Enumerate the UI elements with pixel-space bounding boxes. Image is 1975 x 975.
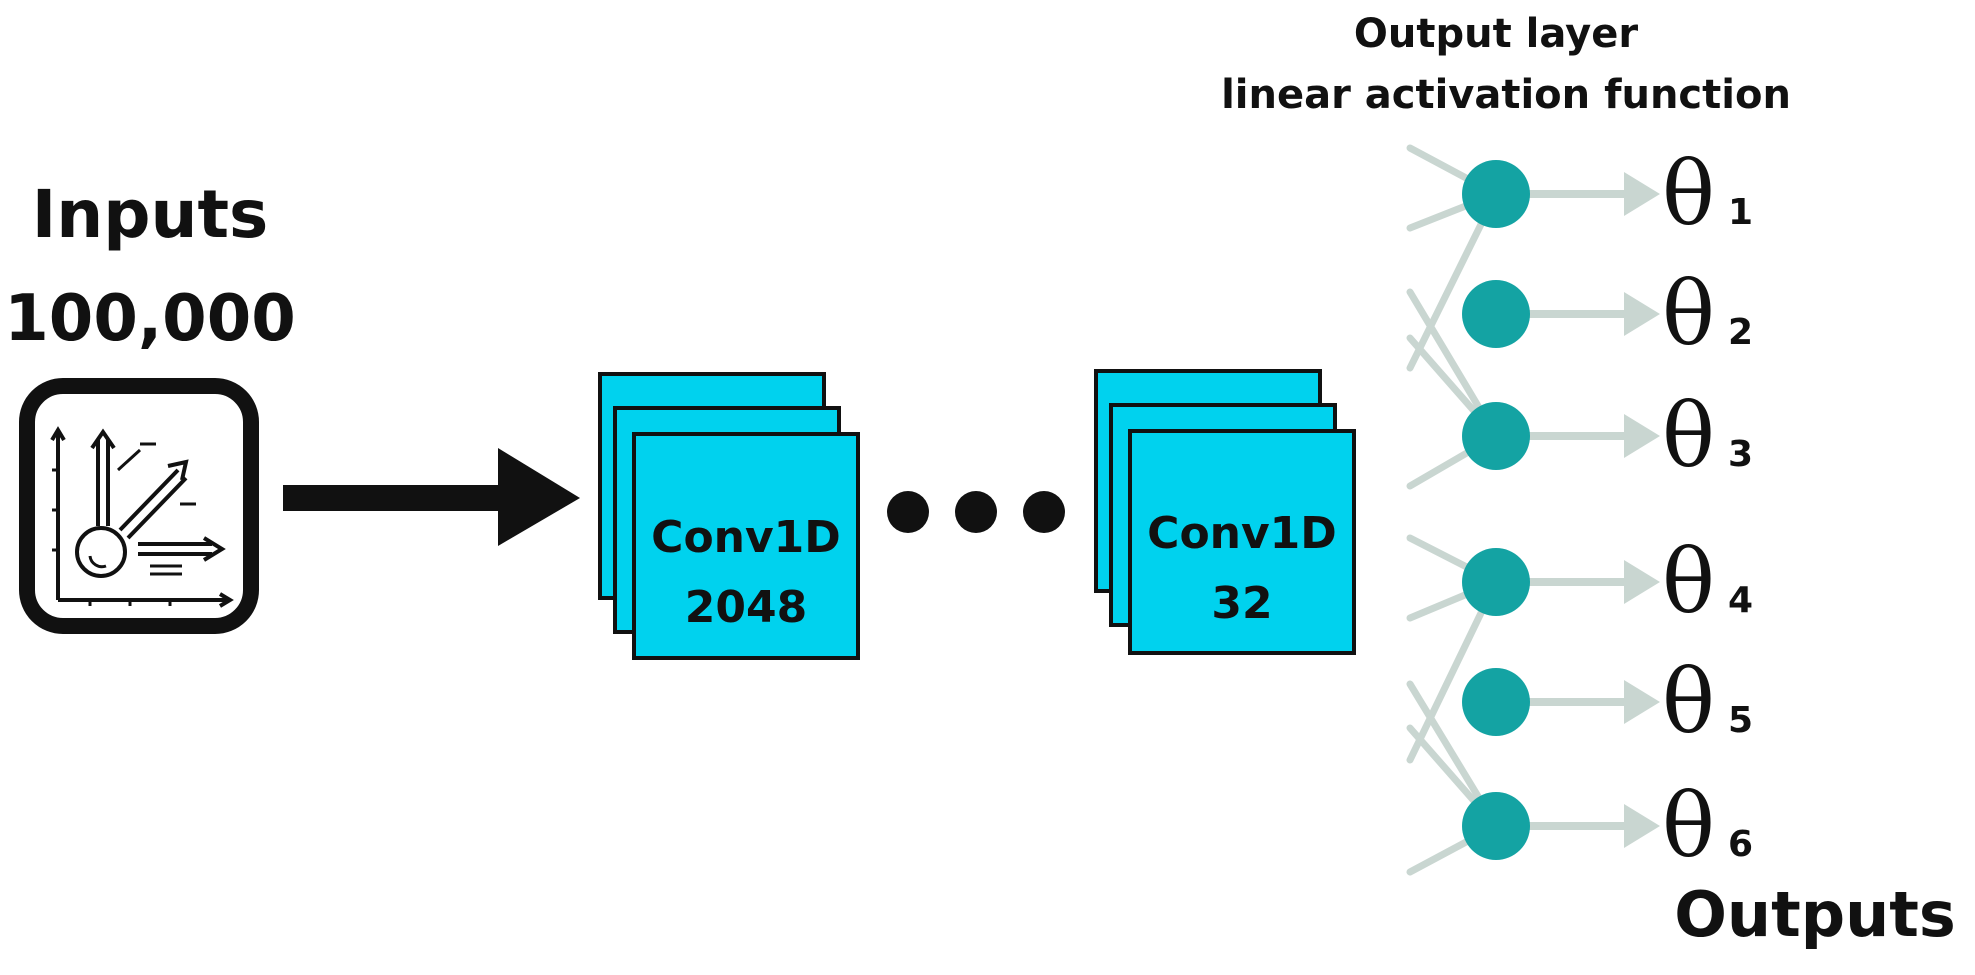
input-edges	[1406, 144, 1500, 876]
conv-stack-2048: Conv1D 2048	[598, 372, 860, 660]
theta-index: 1	[1728, 192, 1753, 233]
theta-index: 2	[1728, 312, 1753, 353]
theta-symbol: θ	[1662, 262, 1715, 365]
theta-index: 6	[1728, 824, 1753, 865]
theta-symbol: θ	[1662, 650, 1715, 753]
conv-first-filters: 2048	[685, 582, 807, 633]
output-layer-title: Output layer	[1354, 11, 1638, 57]
theta-symbol: θ	[1662, 774, 1715, 877]
scatter-chart-icon	[19, 378, 259, 634]
output-node	[1462, 668, 1530, 736]
theta-symbol: θ	[1662, 530, 1715, 633]
output-arrow-head	[1624, 804, 1660, 848]
output-layer-subtitle: linear activation function	[1221, 72, 1791, 118]
output-arrow-head	[1624, 292, 1660, 336]
output-node	[1462, 792, 1530, 860]
inputs-title: Inputs	[32, 176, 269, 253]
theta-index: 5	[1728, 700, 1753, 741]
theta-index: 4	[1728, 580, 1753, 621]
conv-last-filters: 32	[1211, 578, 1272, 629]
theta-symbol: θ	[1662, 384, 1715, 487]
inputs-count: 100,000	[4, 282, 296, 356]
output-arrow-head	[1624, 414, 1660, 458]
conv-stack-32: Conv1D 32	[1094, 369, 1356, 655]
input-arrow	[283, 448, 580, 546]
ellipsis-dots	[887, 491, 1065, 533]
output-arrow-head	[1624, 560, 1660, 604]
theta-index: 3	[1728, 434, 1753, 475]
output-node	[1462, 402, 1530, 470]
output-node	[1462, 548, 1530, 616]
theta-symbol: θ	[1662, 142, 1715, 245]
output-node	[1462, 160, 1530, 228]
outputs-title: Outputs	[1674, 878, 1956, 951]
output-node	[1462, 280, 1530, 348]
conv-first-name: Conv1D	[651, 512, 841, 563]
output-arrow-head	[1624, 680, 1660, 724]
output-arrow-head	[1624, 172, 1660, 216]
conv-last-name: Conv1D	[1147, 508, 1337, 559]
